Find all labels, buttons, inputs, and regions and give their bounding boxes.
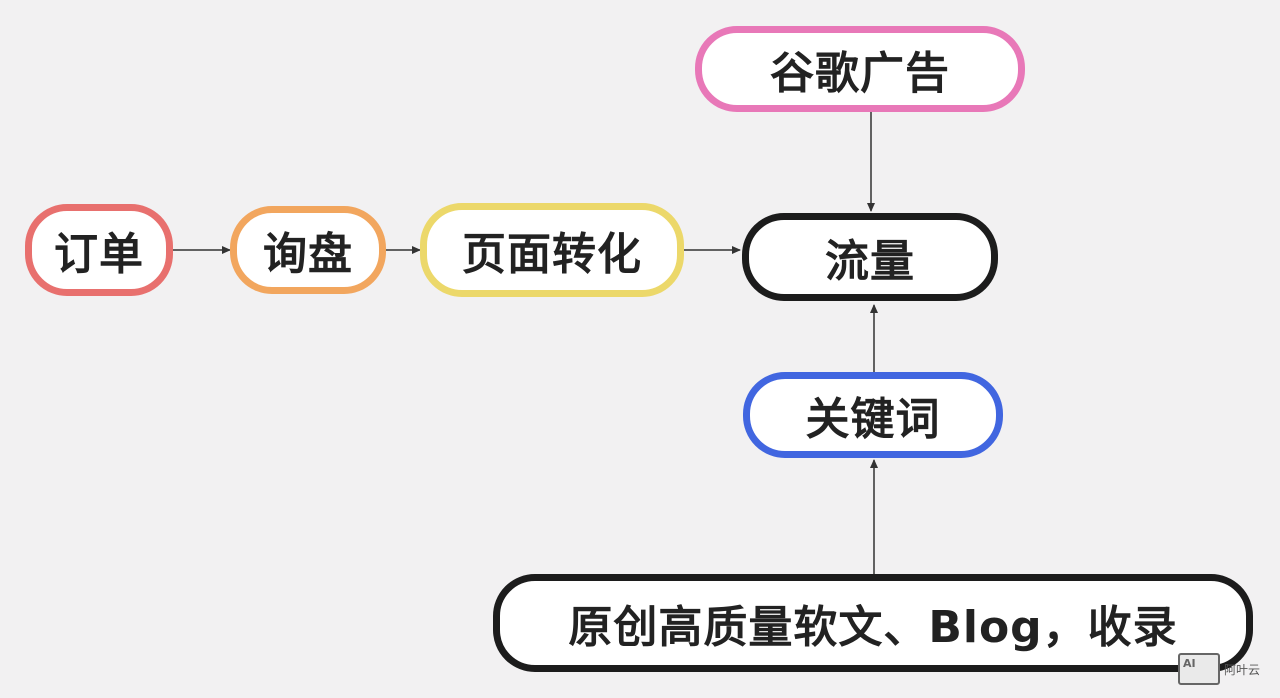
node-traffic-label: 流量	[825, 236, 915, 287]
node-inquiry: 询盘	[230, 206, 386, 294]
node-content-label: 原创高质量软文、Blog，收录	[568, 602, 1178, 653]
node-page-conversion: 页面转化	[420, 203, 684, 297]
watermark: AI 阿叶云	[1178, 652, 1260, 686]
node-google-ads-label: 谷歌广告	[770, 48, 950, 99]
node-order-label: 订单	[54, 229, 144, 280]
node-order: 订单	[25, 204, 173, 296]
node-inquiry-label: 询盘	[263, 229, 353, 280]
node-page-conversion-label: 页面转化	[462, 229, 642, 280]
node-content: 原创高质量软文、Blog，收录	[493, 574, 1253, 672]
node-keywords-label: 关键词	[805, 394, 941, 445]
node-traffic: 流量	[742, 213, 998, 301]
watermark-label: 阿叶云	[1224, 662, 1261, 677]
node-keywords: 关键词	[743, 372, 1003, 458]
watermark-logo-icon: AI	[1178, 653, 1220, 685]
node-google-ads: 谷歌广告	[695, 26, 1025, 112]
